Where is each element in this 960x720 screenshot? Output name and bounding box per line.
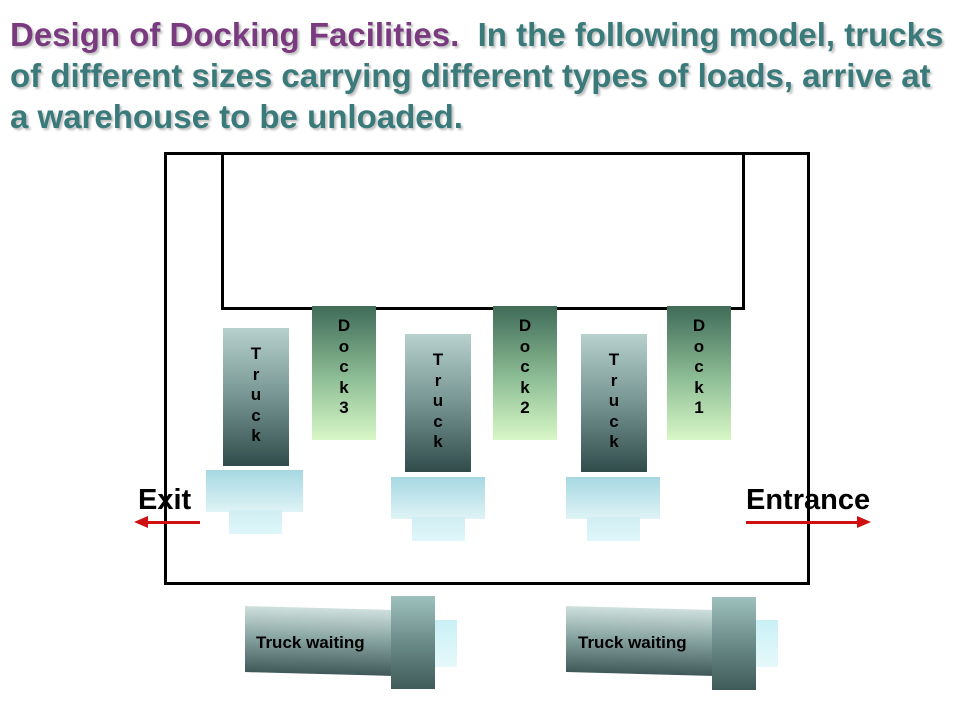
dock-label-char: o (693, 336, 705, 356)
exit-arrow-head (134, 516, 148, 528)
exit-label: Exit (138, 484, 192, 516)
dock-label-char: D (518, 316, 532, 335)
truck-label: T r u c k (223, 344, 289, 447)
dock-label-char: c (694, 357, 704, 376)
truck-label-char: k (609, 432, 619, 451)
truck-label-char: r (610, 370, 618, 390)
truck-label-char: c (609, 411, 619, 431)
dock-label-char: o (519, 336, 531, 356)
entrance-label: Entrance (746, 484, 871, 516)
truck-label-char: k (251, 426, 261, 445)
truck-trailer: T r u c k (405, 334, 471, 472)
truck-trailer: T r u c k (581, 334, 647, 472)
dock-3: D o c k 3 (312, 306, 376, 440)
dock-label-char: D (692, 316, 706, 335)
truck-label-char: u (250, 385, 262, 404)
dock-label-char: k (520, 377, 530, 397)
truck-label-char: u (608, 391, 620, 410)
truck-nose (412, 517, 465, 541)
dock-1-label: D o c k 1 (667, 316, 731, 419)
dock-label-char: k (694, 377, 704, 397)
truck-label-char: u (432, 391, 444, 410)
waiting-truck-label: Truck waiting (256, 633, 365, 652)
truck-label-char: c (251, 405, 261, 425)
truck-label-char: k (433, 432, 443, 451)
dock-label-char: 3 (339, 398, 349, 417)
dock-1: D o c k 1 (667, 306, 731, 440)
dock-2: D o c k 2 (493, 306, 557, 440)
truck-label-char: c (433, 411, 443, 431)
entrance-arrow-head (857, 516, 871, 528)
truck-cab (566, 477, 660, 519)
dock-3-label: D o c k 3 (312, 316, 376, 419)
truck-cab (391, 477, 485, 519)
dock-label-char: c (520, 357, 530, 376)
dock-label-char: 1 (694, 398, 704, 417)
truck-label: T r u c k (405, 350, 471, 453)
waiting-truck-nose (435, 620, 457, 667)
waiting-truck-cab (391, 596, 435, 689)
truck-label-char: r (434, 370, 442, 390)
slide-title: Design of Docking Facilities. In the fol… (10, 14, 955, 137)
truck-label: T r u c k (581, 350, 647, 453)
dock-2-label: D o c k 2 (493, 316, 557, 419)
truck-label-char: T (432, 350, 444, 369)
dock-label-char: D (337, 316, 351, 335)
entrance-arrow-shaft (746, 521, 858, 524)
warehouse-building (221, 152, 745, 310)
dock-label-char: o (338, 336, 350, 356)
truck-trailer: T r u c k (223, 328, 289, 466)
dock-label-char: 2 (520, 398, 530, 417)
dock-label-char: c (339, 357, 349, 376)
waiting-truck-nose (756, 620, 778, 667)
title-rest: In the following model, trucks of differ… (10, 16, 944, 135)
exit-arrow-shaft (146, 521, 200, 524)
truck-label-char: r (252, 364, 260, 384)
title-lead: Design of Docking Facilities. (10, 16, 460, 53)
truck-nose (587, 517, 640, 541)
waiting-truck-cab (712, 597, 756, 690)
truck-cab (206, 470, 303, 512)
waiting-truck-label: Truck waiting (578, 633, 687, 652)
truck-nose (229, 510, 282, 534)
truck-label-char: T (250, 344, 262, 363)
truck-label-char: T (608, 350, 620, 369)
dock-label-char: k (339, 377, 349, 397)
